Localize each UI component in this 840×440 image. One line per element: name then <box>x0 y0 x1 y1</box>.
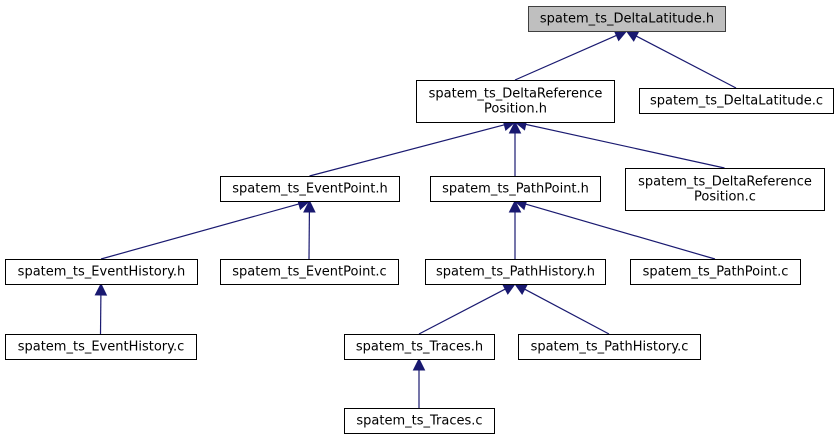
edge-eh_c-to-eh_h <box>94 282 108 335</box>
node-box <box>220 259 399 285</box>
node-box <box>220 176 400 202</box>
node-box <box>625 168 825 211</box>
node-box <box>344 334 495 360</box>
node-box <box>518 334 701 360</box>
node-label: spatem_ts_EventHistory.h <box>18 265 186 280</box>
node-ep-c[interactable]: spatem_ts_EventPoint.c <box>220 259 399 285</box>
node-box <box>425 259 606 285</box>
node-box <box>5 259 198 285</box>
node-label: spatem_ts_EventHistory.c <box>18 340 185 355</box>
node-box <box>5 334 197 360</box>
node-ph-c[interactable]: spatem_ts_PathHistory.c <box>518 334 701 360</box>
node-label: spatem_ts_PathHistory.c <box>531 340 689 355</box>
node-label: Position.c <box>694 190 756 205</box>
arrowhead-icon <box>303 199 316 213</box>
node-box <box>528 6 726 32</box>
node-ep-h[interactable]: spatem_ts_EventPoint.h <box>220 176 400 202</box>
arrowhead-icon <box>508 199 522 213</box>
edge-line <box>525 203 716 260</box>
node-label: spatem_ts_PathHistory.h <box>436 265 595 280</box>
edge-drp_h-to-root <box>514 29 628 81</box>
edge-line <box>418 288 506 335</box>
edge-ph_h-to-pp_h <box>508 199 522 259</box>
node-pp-c[interactable]: spatem_ts_PathPoint.c <box>630 259 801 285</box>
node-box <box>416 80 615 123</box>
node-box <box>430 176 601 202</box>
node-label: spatem_ts_DeltaReference <box>638 175 812 190</box>
arrowhead-icon <box>94 282 108 296</box>
edge-dlat_c-to-root <box>625 30 737 89</box>
node-root[interactable]: spatem_ts_DeltaLatitude.h <box>528 6 726 32</box>
edge-eh_h-to-ep_h <box>100 198 311 260</box>
edge-tr_c-to-tr_h <box>412 357 426 408</box>
edge-ph_c-to-ph_h <box>514 283 610 335</box>
node-eh-c[interactable]: spatem_ts_EventHistory.c <box>5 334 197 360</box>
node-label: spatem_ts_Traces.h <box>356 340 483 355</box>
edge-drp_c-to-drp_h <box>513 118 725 169</box>
arrowhead-icon <box>508 120 522 134</box>
edge-line <box>309 124 505 177</box>
node-label: spatem_ts_DeltaReference <box>429 87 603 102</box>
node-box <box>344 408 495 434</box>
node-label: spatem_ts_EventPoint.h <box>232 182 388 197</box>
node-tr-c[interactable]: spatem_ts_Traces.c <box>344 408 495 434</box>
edge-ep_h-to-drp_h <box>309 118 517 177</box>
node-label: spatem_ts_EventPoint.c <box>232 265 386 280</box>
node-label: spatem_ts_PathPoint.h <box>442 182 589 197</box>
node-label: spatem_ts_DeltaLatitude.h <box>540 12 714 27</box>
edge-ep_c-to-ep_h <box>303 199 316 260</box>
edge-line <box>100 203 300 260</box>
node-ph-h[interactable]: spatem_ts_PathHistory.h <box>425 259 606 285</box>
edge-line <box>635 35 737 89</box>
node-eh-h[interactable]: spatem_ts_EventHistory.h <box>5 259 198 285</box>
nodes-layer: spatem_ts_DeltaLatitude.h spatem_ts_Delta… <box>5 6 834 434</box>
node-tr-h[interactable]: spatem_ts_Traces.h <box>344 334 495 360</box>
node-box <box>630 259 801 285</box>
edge-pp_h-to-drp_h <box>508 120 522 176</box>
node-label: spatem_ts_Traces.c <box>356 414 482 429</box>
node-dlat-c[interactable]: spatem_ts_DeltaLatitude.c <box>639 88 834 114</box>
edge-line <box>525 123 725 169</box>
node-label: Position.h <box>484 102 547 117</box>
node-pp-h[interactable]: spatem_ts_PathPoint.h <box>430 176 601 202</box>
node-label: spatem_ts_PathPoint.c <box>643 265 789 280</box>
edge-tr_h-to-ph_h <box>418 283 516 335</box>
edge-line <box>514 34 617 81</box>
node-box <box>639 88 834 114</box>
arrowhead-icon <box>412 357 426 371</box>
node-label: spatem_ts_DeltaLatitude.c <box>650 94 823 109</box>
edge-line <box>524 288 610 335</box>
